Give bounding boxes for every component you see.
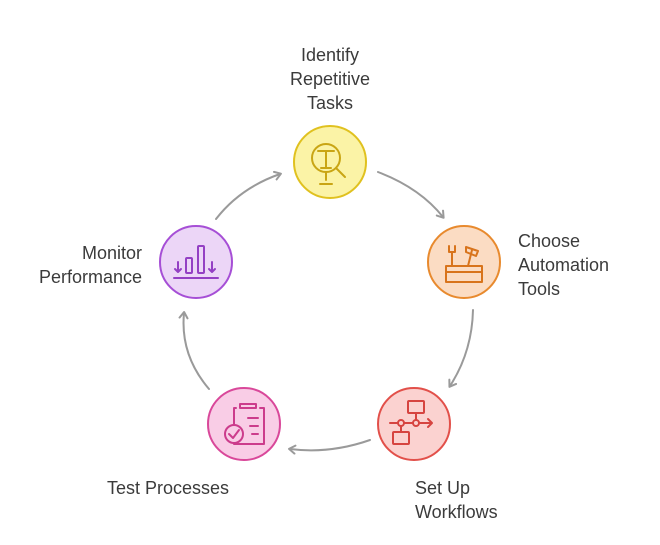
step-setup-label-line-1: Set Up (415, 478, 471, 498)
arrow-choose-to-setup (448, 309, 474, 388)
step-identify-node (293, 125, 367, 199)
step-monitor-label-line-2: Performance (38, 267, 142, 287)
step-monitor-label: Monitor Performance (10, 241, 142, 289)
arrow-setup-to-test (288, 439, 371, 455)
step-identify-label-line-3: Tasks (306, 93, 353, 113)
step-test-label-line-1: Test Processes (107, 478, 230, 498)
step-choose-label-line-1: Choose (518, 231, 581, 251)
step-test-label: Test Processes (107, 476, 267, 500)
step-monitor-label-line-1: Monitor (81, 243, 142, 263)
step-monitor-node (159, 225, 233, 299)
step-choose-label-line-2: Automation (518, 255, 610, 275)
toolbox-icon (445, 245, 483, 283)
clipboard-check-icon (224, 403, 265, 445)
step-identify-label-line-2: Repetitive (289, 69, 371, 89)
arrow-test-to-monitor (178, 311, 210, 390)
text-search-icon (311, 143, 346, 185)
bar-chart-icon (173, 245, 219, 279)
step-choose-label: Choose Automation Tools (518, 229, 648, 301)
workflow-icon (389, 400, 433, 445)
step-choose-node (427, 225, 501, 299)
step-test-node (207, 387, 281, 461)
arrow-identify-to-choose (377, 171, 445, 219)
step-identify-label-line-1: Identify (300, 45, 360, 65)
step-identify-label: Identify Repetitive Tasks (270, 43, 390, 115)
step-setup-label: Set Up Workflows (415, 476, 545, 524)
step-setup-label-line-2: Workflows (415, 502, 498, 522)
step-choose-label-line-3: Tools (518, 279, 561, 299)
arrow-monitor-to-identify (215, 170, 282, 220)
step-setup-node (377, 387, 451, 461)
step-monitor-circle (159, 225, 233, 299)
step-test-circle (207, 387, 281, 461)
step-choose-circle (427, 225, 501, 299)
step-identify-circle (293, 125, 367, 199)
